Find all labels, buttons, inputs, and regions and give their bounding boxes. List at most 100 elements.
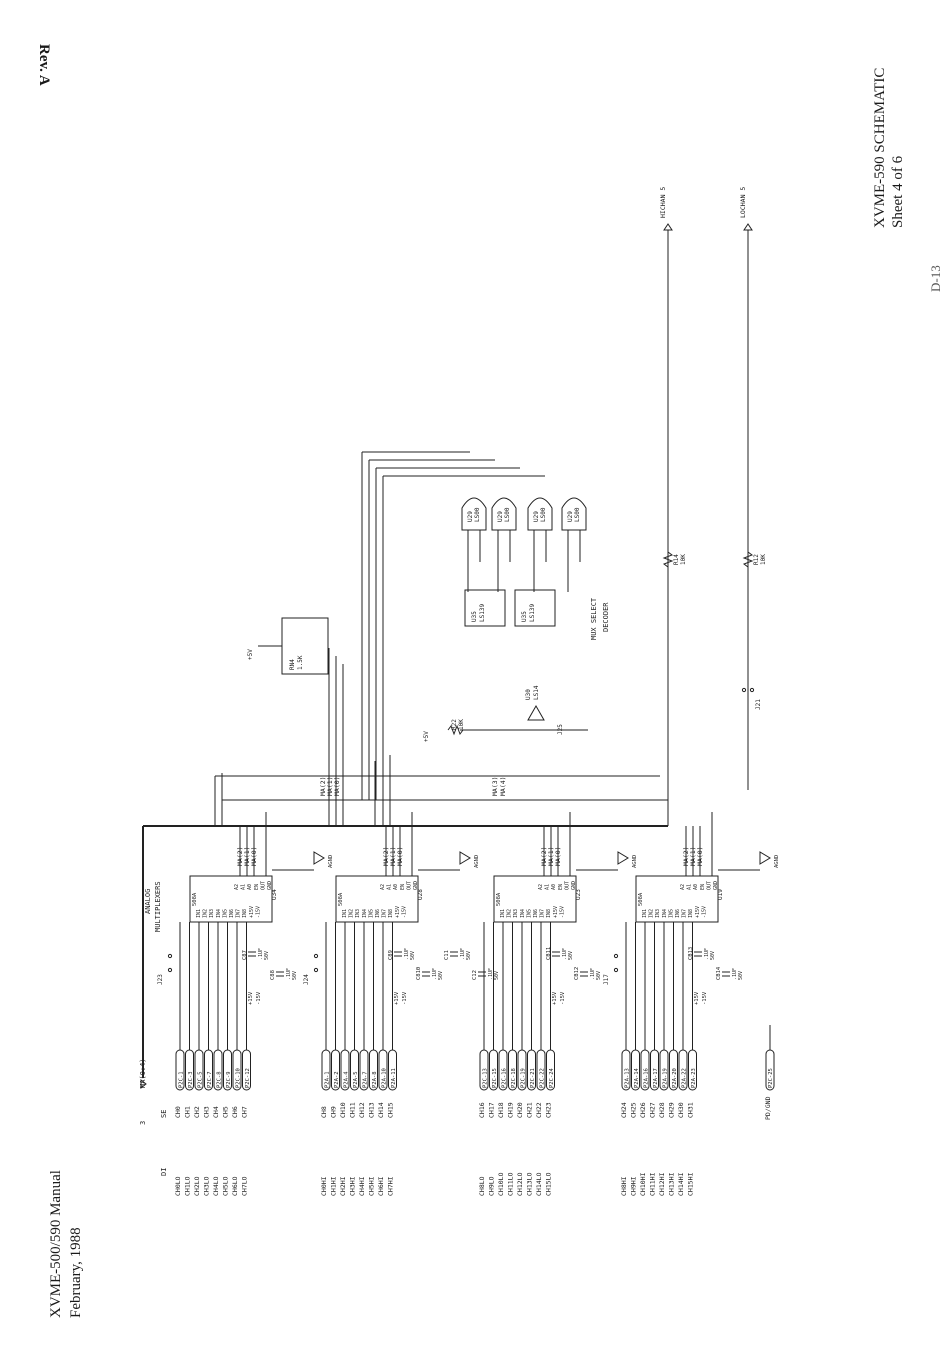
connector-pin bbox=[640, 1049, 650, 1091]
channel-se-label: CH30 bbox=[677, 1102, 685, 1118]
channel-di-label: CH2HI bbox=[339, 1176, 347, 1196]
capacitor-value: .1UF bbox=[562, 948, 568, 960]
chip-ctrl-label: GND bbox=[413, 881, 419, 890]
ma-label: MA(3) bbox=[491, 776, 499, 796]
chip-pin-label: IN8 bbox=[388, 909, 394, 918]
inverter-ref: U30 bbox=[525, 689, 532, 700]
capacitor-voltage: 50V bbox=[596, 971, 602, 980]
connector-label: P2C-18 bbox=[511, 1068, 517, 1088]
chip-pin-label: +15V bbox=[553, 906, 559, 918]
ma-label: MA(2) bbox=[236, 846, 244, 866]
channel-di-label: CH10HI bbox=[639, 1172, 647, 1196]
resistor-zigzag bbox=[662, 551, 674, 568]
connector-label: P2A-19 bbox=[663, 1068, 669, 1088]
capacitor-ref: CB12 bbox=[574, 967, 580, 980]
mux-chip bbox=[189, 875, 273, 923]
connector-pin bbox=[688, 1049, 697, 1091]
capacitor-value: .1UF bbox=[432, 968, 438, 980]
chip-part: 508A bbox=[638, 892, 644, 906]
mux-chip bbox=[635, 875, 719, 923]
channel-se-label: CH18 bbox=[497, 1102, 505, 1118]
channel-di-label: CH7HI bbox=[387, 1176, 395, 1196]
channel-di-label: CH9HI bbox=[630, 1176, 638, 1196]
connector-pin bbox=[223, 1049, 232, 1091]
chip-ctrl-label: EN bbox=[400, 884, 406, 890]
ma-label: MA(1) bbox=[326, 776, 334, 796]
pd-gnd-label: PD/GND bbox=[764, 1096, 772, 1120]
gate-part: LS00 bbox=[574, 507, 581, 522]
connector-pin bbox=[765, 1049, 775, 1091]
chip-pin-label: -15V bbox=[559, 906, 565, 918]
ma-label: MA(0) bbox=[554, 846, 562, 866]
chip-pin-label: IN3 bbox=[209, 909, 215, 918]
chip-ctrl-label: A1 bbox=[387, 884, 393, 890]
channel-di-label: CH11HI bbox=[649, 1172, 657, 1196]
agnd-symbol bbox=[459, 851, 471, 865]
connector-pin bbox=[517, 1049, 527, 1091]
wire-layer bbox=[142, 230, 771, 1078]
capacitor-ref: CB13 bbox=[688, 947, 694, 960]
chip-pin-label: -15V bbox=[701, 906, 707, 918]
channel-se-label: CH7 bbox=[241, 1106, 249, 1118]
chip-ref: U23 bbox=[575, 889, 582, 900]
chip-part: 508A bbox=[338, 892, 344, 906]
gate-part: LS00 bbox=[540, 507, 547, 522]
channel-di-label: CH3HI bbox=[349, 1176, 357, 1196]
channel-di-label: CH6HI bbox=[377, 1176, 385, 1196]
connector-pin bbox=[388, 1049, 397, 1091]
chip-ctrl-label: A2 bbox=[680, 884, 686, 890]
channel-di-label: CH0LO bbox=[174, 1176, 182, 1196]
connector-pin bbox=[204, 1049, 213, 1091]
connector-label: P2C-9 bbox=[226, 1071, 232, 1088]
capacitor-value: .1UF bbox=[460, 948, 466, 960]
supply-label: +15V bbox=[694, 991, 700, 1005]
capacitor-ref: C89 bbox=[388, 950, 394, 960]
connector-label: P2A-23 bbox=[691, 1068, 697, 1088]
capacitor-ref: CB14 bbox=[716, 966, 722, 980]
supply-label: +15V bbox=[552, 991, 558, 1005]
decoder-title: MUX SELECT bbox=[590, 597, 598, 640]
channel-se-label: CH2 bbox=[193, 1106, 201, 1118]
chip-ctrl-label: GND bbox=[267, 881, 273, 890]
decoder-part: LS139 bbox=[479, 604, 486, 622]
section-title: ANALOG bbox=[144, 889, 152, 914]
channel-se-label: CH16 bbox=[478, 1102, 486, 1118]
channel-se-label: CH10 bbox=[339, 1102, 347, 1118]
channel-di-label: CH6LO bbox=[231, 1176, 239, 1196]
capacitor-voltage: 50V bbox=[292, 971, 298, 980]
connector-pin bbox=[631, 1049, 640, 1091]
capacitor-voltage: 50V bbox=[738, 971, 744, 980]
supply-label: -15V bbox=[256, 991, 262, 1005]
gate-part: LS00 bbox=[504, 507, 511, 522]
chip-pin-label: IN7 bbox=[540, 909, 546, 918]
channel-di-label: CH4LO bbox=[212, 1176, 220, 1196]
resistor-zigzag bbox=[447, 724, 464, 736]
ma-label: MA(0) bbox=[333, 776, 341, 796]
chip-ctrl-label: A0 bbox=[247, 884, 253, 890]
supply-label: +15V bbox=[394, 991, 400, 1005]
chip-pin-label: +15V bbox=[695, 906, 701, 918]
channel-se-label: CH12 bbox=[358, 1102, 366, 1118]
chip-pin-label: IN3 bbox=[655, 909, 661, 918]
channel-di-label: CH0HI bbox=[320, 1176, 328, 1196]
decoder-chip bbox=[514, 589, 556, 627]
connector-pin bbox=[213, 1049, 223, 1091]
channel-di-label: CH11LO bbox=[507, 1172, 515, 1196]
rn4-ref: RN4 bbox=[289, 659, 296, 670]
connector-label: P2A-5 bbox=[353, 1071, 359, 1088]
resistor-network bbox=[281, 617, 329, 675]
gate-ref: U29 bbox=[497, 511, 504, 522]
chip-pin-label: IN5 bbox=[368, 909, 374, 918]
mux-chip bbox=[335, 875, 419, 923]
chip-pin-label: +15V bbox=[395, 906, 401, 918]
connector-label: P2C-10 bbox=[236, 1068, 242, 1088]
di-header: DI bbox=[160, 1168, 168, 1176]
nand-gate bbox=[527, 497, 553, 531]
output-arrow bbox=[743, 223, 753, 231]
chip-ref: U28 bbox=[417, 889, 424, 900]
agnd-label: AGND bbox=[328, 855, 334, 868]
capacitor-value: .1UF bbox=[286, 968, 292, 980]
chip-ctrl-label: A2 bbox=[234, 884, 240, 890]
chip-ctrl-label: OUT bbox=[706, 881, 712, 890]
